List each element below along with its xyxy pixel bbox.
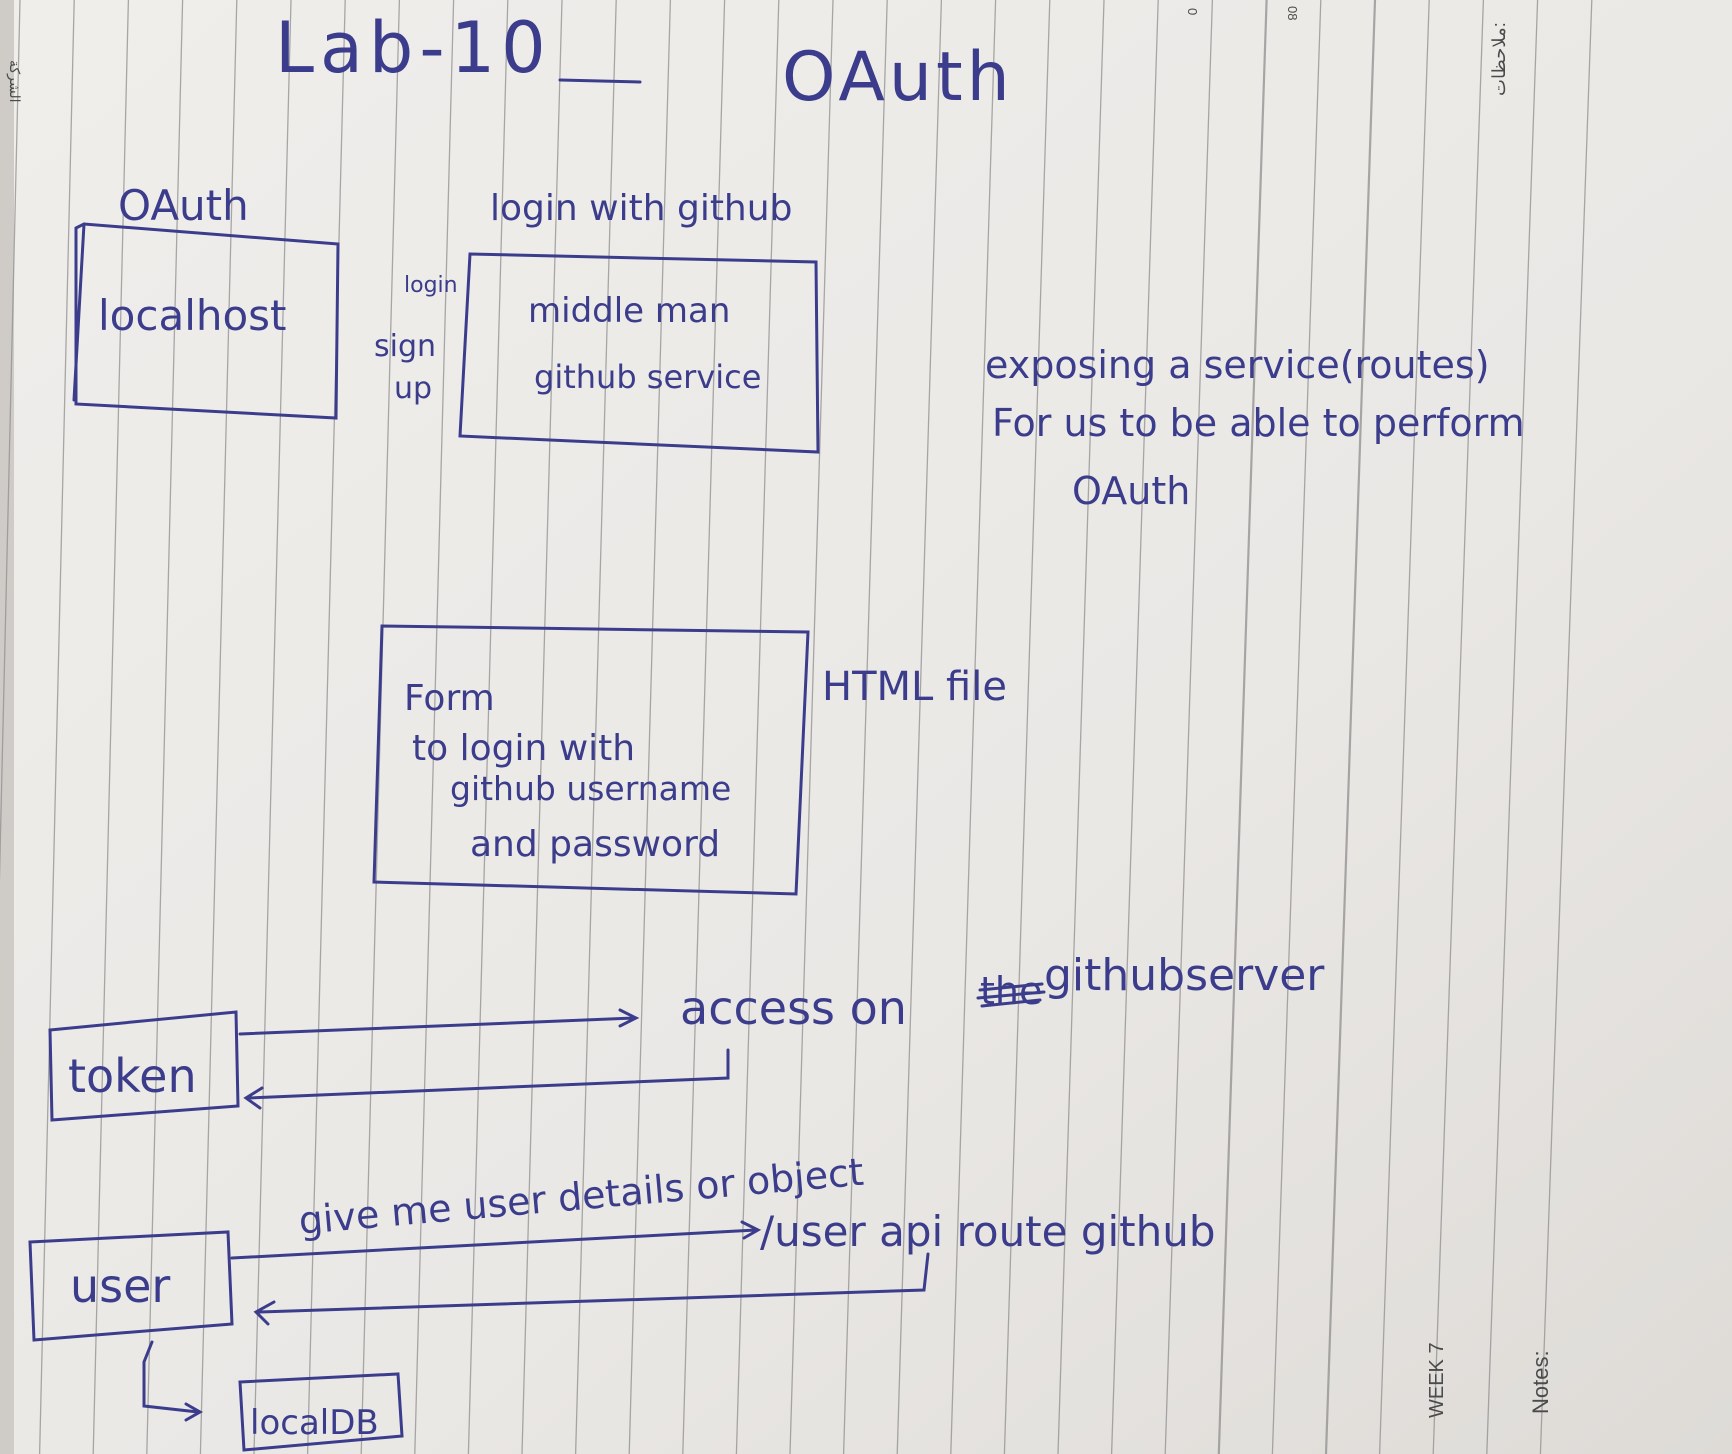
sign-label: sign [374,329,436,364]
ruled-line [842,0,888,1454]
localhost-inner-line [72,222,86,402]
left-page-edge [0,0,14,1454]
top-digit-2: 08 [1285,6,1300,20]
ruled-line [1378,0,1430,1454]
localhost-box-label: localhost [98,291,287,340]
ruled-line [467,0,509,1454]
ruled-line [574,0,617,1454]
ruled-line [0,0,21,884]
form-line-3: github username [450,769,731,808]
ruled-line [735,0,780,1454]
ruled-line [1271,0,1322,1454]
printed-marks: الشركة 0 08 ملاحظات: WEEK 7 Notes: [6,6,1553,1418]
up-label: up [394,371,432,406]
ruled-line [950,0,997,1454]
access-label: access on [680,981,907,1035]
week-label: WEEK 7 [1426,1342,1448,1418]
ruled-line [628,0,672,1454]
scribble-lines [976,982,1046,1008]
html-file-label: HTML file [822,664,1007,710]
ruled-line [1110,0,1159,1454]
ruled-line [1486,0,1539,1454]
form-box [372,624,810,896]
user-api-label: /user api route github [760,1207,1216,1256]
ruled-line [1432,0,1485,1454]
user-box-label: user [70,1259,170,1313]
github-server-label: githubserver [1044,950,1325,1001]
arrow-user-to-localdb [142,1340,204,1422]
ruled-line [306,0,346,1454]
form-line-1: Form [404,678,495,719]
localdb-box [238,1372,404,1452]
ruled-line [1164,0,1214,1454]
oauth-label: OAuth [118,181,249,230]
note-line-2: For us to be able to perform [992,401,1525,445]
ruled-line [38,0,75,1454]
form-line-4: and password [470,824,720,865]
user-box [28,1230,234,1342]
arrow-api-to-user [253,1252,930,1326]
notes-label: Notes: [1528,1350,1553,1414]
form-line-2: to login with [412,728,635,769]
ruled-line [1057,0,1105,1454]
login-label: login [404,273,458,298]
ruled-line [414,0,455,1454]
login-with-github-label: login with github [490,188,792,229]
title-lab: Lab-10 [275,7,552,89]
title-underline [558,78,642,84]
ruled-line [789,0,834,1454]
ruled-line [146,0,184,1454]
ruled-line [1217,0,1268,1454]
arabic-notes-label: ملاحظات: [1489,22,1509,96]
ruled-line [92,0,130,1454]
arrow-user-to-api [230,1220,762,1260]
ruled-line [682,0,726,1454]
arrow-access-to-token [243,1048,730,1110]
ruled-line [1003,0,1051,1454]
middle-man-box [458,252,820,454]
ruled-line [1539,0,1593,1454]
left-edge-text: الشركة [6,60,23,103]
arrow-token-to-access [238,1008,640,1036]
ruled-line [199,0,238,1454]
note-line-1: exposing a service(routes) [985,343,1490,387]
note-line-3: OAuth [1072,469,1190,513]
ruled-line [1324,0,1377,1454]
token-box [48,1010,240,1122]
ruled-line [896,0,943,1454]
github-service-label: github service [534,358,761,396]
token-box-label: token [68,1049,197,1103]
title-oauth: OAuth [782,38,1014,117]
top-digit-1: 0 [1185,8,1200,15]
localdb-label: localDB [250,1403,379,1443]
ruled-line [521,0,563,1454]
middle-man-label: middle man [528,291,730,331]
ruled-lines [0,0,1593,1454]
ruled-line [253,0,292,1454]
